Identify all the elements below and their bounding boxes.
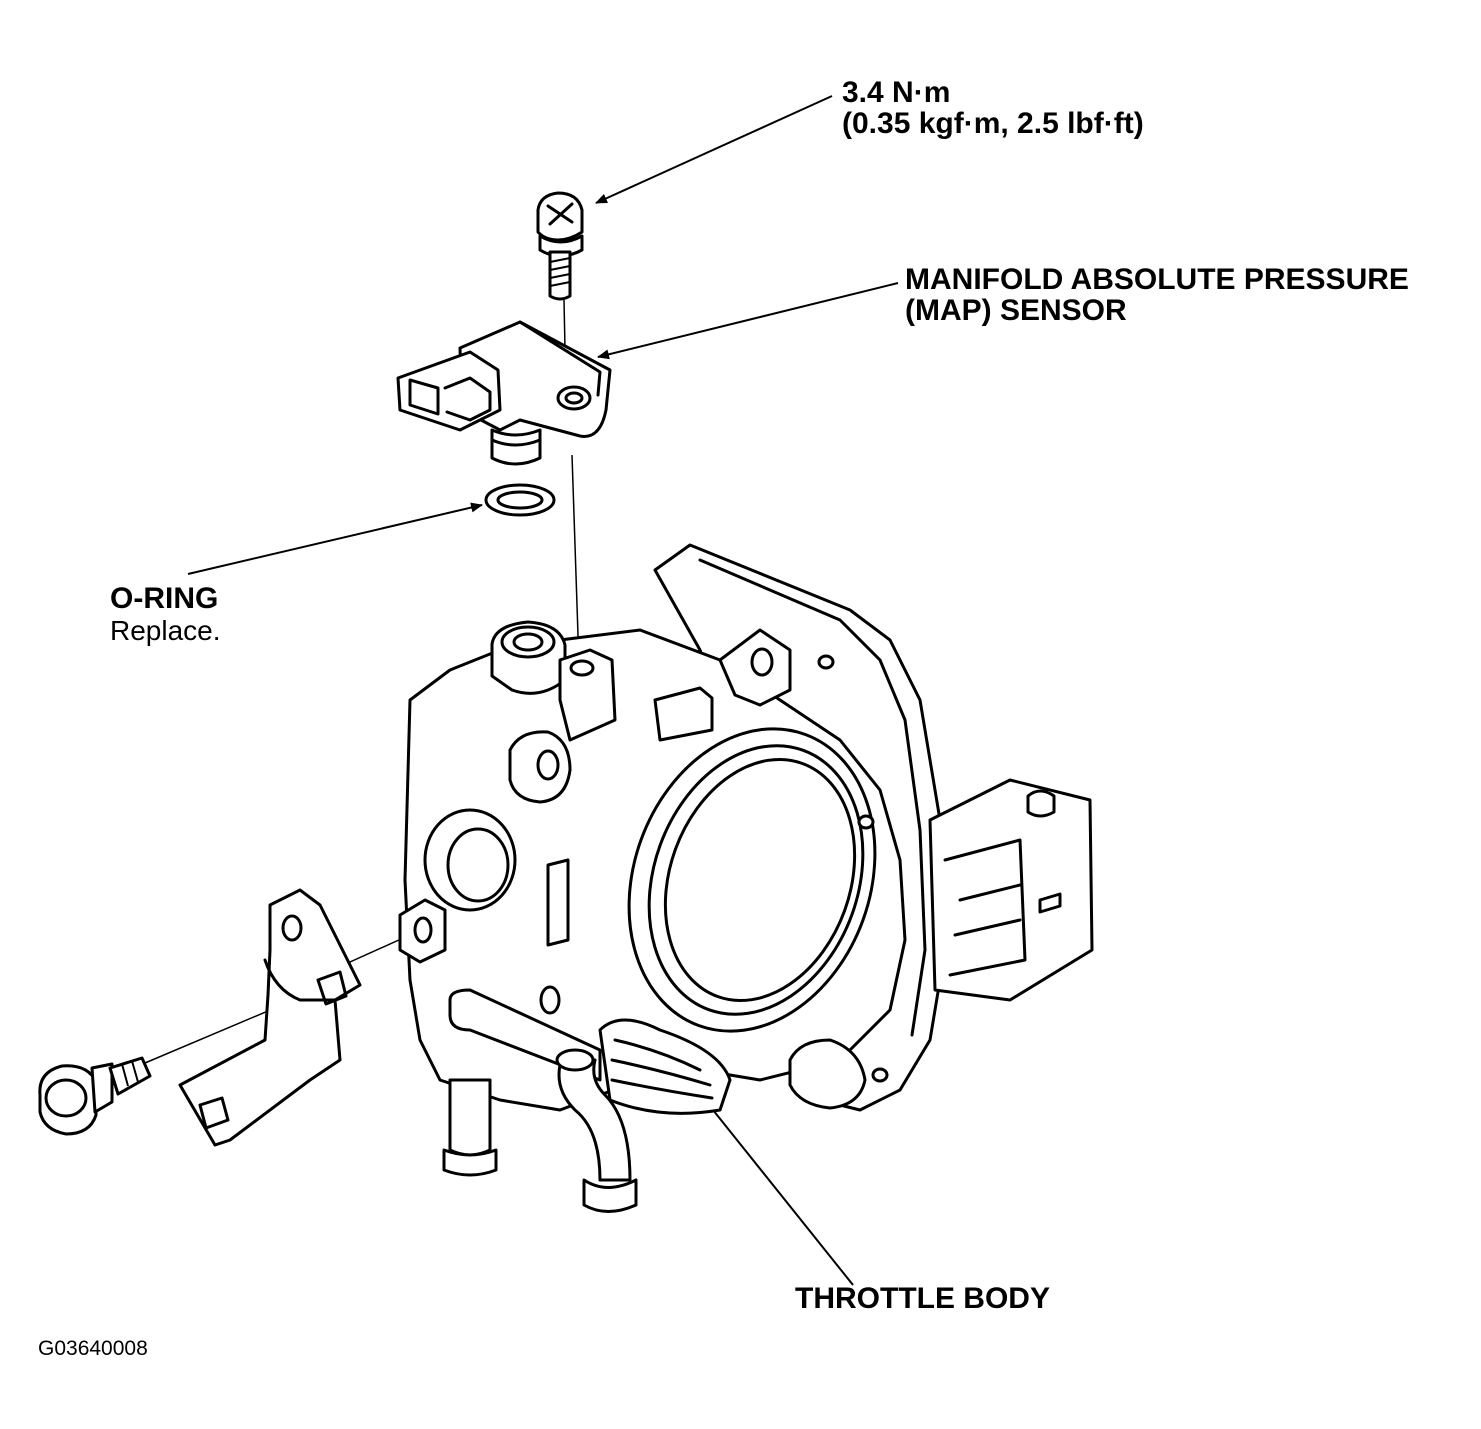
o-ring-label: O-RING	[110, 582, 219, 615]
torque-spec-line2: (0.35 kgf·m, 2.5 lbf·ft)	[842, 107, 1144, 140]
map-sensor-label-line1: MANIFOLD ABSOLUTE PRESSURE	[905, 263, 1409, 296]
coolant-pipes	[442, 988, 638, 1213]
bracket-bolt	[38, 1056, 152, 1136]
torque-spec-line1: 3.4 N·m	[842, 76, 951, 109]
o-ring	[484, 483, 556, 517]
map-sensor	[396, 320, 612, 466]
o-ring-note: Replace.	[110, 615, 221, 646]
leader-arrows	[187, 95, 899, 1286]
throttle-body-label: THROTTLE BODY	[795, 1282, 1050, 1315]
throttle-body	[398, 543, 1094, 1115]
map-sensor-label-line2: (MAP) SENSOR	[905, 294, 1127, 327]
map-sensor-screw	[536, 191, 584, 301]
figure-id: G03640008	[38, 1337, 148, 1360]
mounting-bracket	[178, 888, 362, 1147]
